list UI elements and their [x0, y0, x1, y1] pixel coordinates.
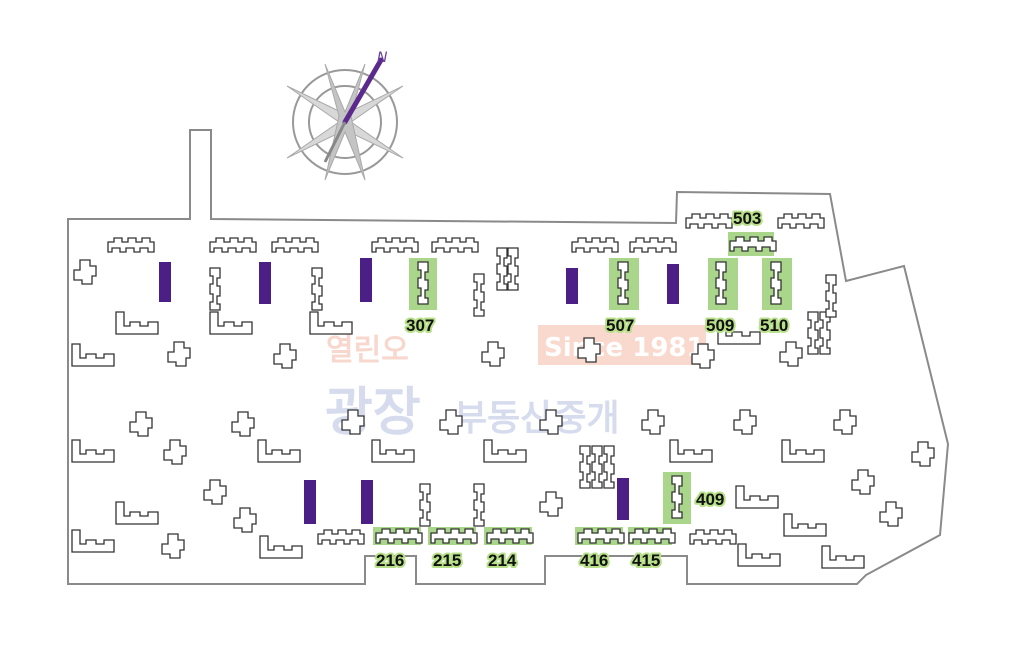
watermark-since: Since 1981 — [544, 333, 705, 363]
building-503[interactable]: 503 — [728, 207, 777, 256]
building-416-label: 416 — [580, 551, 608, 570]
building-503-label: 503 — [733, 209, 761, 228]
watermark-line2-big: 광장 — [325, 383, 421, 443]
building-409-label: 409 — [696, 490, 724, 509]
building-416[interactable]: 416 — [575, 527, 625, 572]
compass-rose-icon: N — [286, 50, 404, 181]
building-509-label: 509 — [706, 316, 734, 335]
building-510[interactable]: 510 — [758, 258, 792, 337]
building-216[interactable]: 216 — [373, 527, 423, 572]
building-507-label: 507 — [606, 316, 634, 335]
building-215[interactable]: 215 — [428, 527, 478, 572]
building-307-label: 307 — [406, 316, 434, 335]
building-415[interactable]: 415 — [628, 527, 676, 572]
building-214[interactable]: 214 — [484, 527, 534, 572]
compass-north-label: N — [377, 50, 388, 66]
buildings — [71, 213, 935, 569]
building-216-label: 216 — [376, 551, 404, 570]
building-415-label: 415 — [632, 551, 660, 570]
watermark-line2-small: 부동산중개 — [454, 398, 620, 439]
building-510-label: 510 — [760, 316, 788, 335]
watermark-line1: 열린오 — [326, 333, 409, 368]
building-507[interactable]: 507 — [604, 258, 639, 337]
building-509[interactable]: 509 — [704, 258, 738, 337]
building-215-label: 215 — [433, 551, 461, 570]
building-307[interactable]: 307 — [404, 258, 437, 337]
site-boundary — [67, 129, 950, 585]
building-409[interactable]: 409 — [663, 472, 726, 524]
building-214-label: 214 — [488, 551, 517, 570]
highlighted-buildings: 503 307 507 509 510 409 — [373, 207, 792, 572]
watermark: 열린오 Since 1981 광장 부동산중개 — [325, 325, 706, 443]
